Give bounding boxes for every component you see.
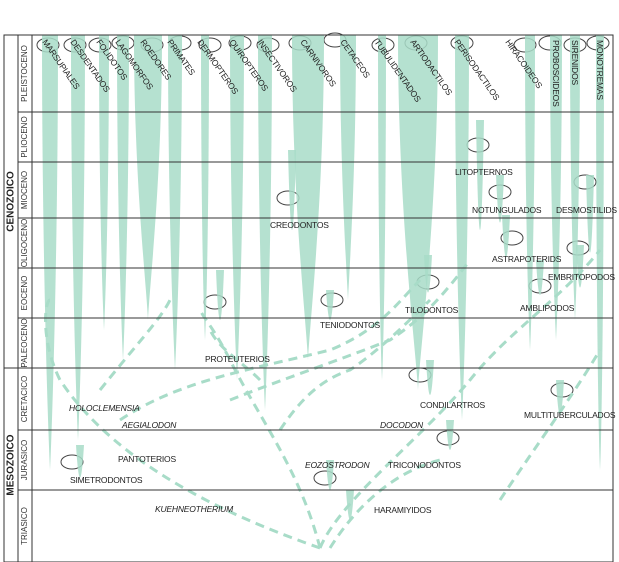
- lineage-branch: [525, 35, 535, 350]
- lineage-branch: [596, 35, 604, 470]
- period-label: TRIASICO: [20, 507, 29, 545]
- dashed-link: [229, 259, 472, 402]
- extinct-group-label: HARAMIYIDOS: [374, 505, 432, 515]
- era-label: CENOZOICO: [6, 171, 17, 232]
- genus-label: HOLOCLEMENSIA: [69, 403, 140, 413]
- lineage-label: PROBOSCIDEOS: [551, 40, 561, 107]
- lineage-branches: [42, 35, 604, 520]
- lineage-branch: [398, 35, 438, 390]
- lineage-branch: [378, 35, 386, 380]
- dashed-link: [198, 309, 322, 549]
- extinct-branch: [216, 270, 224, 320]
- lineage-label: HIRACOIDEOS: [503, 37, 544, 90]
- dashed-link: [98, 299, 172, 391]
- extinct-branch: [586, 175, 594, 253]
- extinct-group-label: MULTITUBERCULADOS: [524, 410, 616, 420]
- time-grid: [3, 34, 614, 562]
- lineage-branch: [168, 35, 182, 370]
- period-label: PLEISTOCENO: [20, 45, 29, 102]
- extinct-group-label: CONDILARTROS: [420, 400, 486, 410]
- lineage-branch: [134, 35, 162, 320]
- lineage-branch: [550, 35, 562, 340]
- extinct-branch: [476, 120, 484, 230]
- period-label: PALEOCENO: [20, 318, 29, 367]
- lineage-branch: [455, 35, 469, 420]
- extinct-branch: [496, 175, 504, 223]
- dashed-link: [119, 278, 422, 422]
- extinct-branch: [446, 420, 454, 450]
- genus-label: KUEHNEOTHERIUM: [155, 504, 234, 514]
- extinct-group-label: AMBLIPODOS: [520, 303, 575, 313]
- lineage-branch: [230, 35, 244, 380]
- animal-illustration: [60, 454, 84, 470]
- dashed-link: [318, 249, 602, 549]
- dashed-link: [278, 298, 432, 431]
- extinct-branch: [556, 380, 564, 415]
- dashed-link: [328, 458, 441, 549]
- dashed-link: [208, 329, 262, 382]
- extinct-branch: [76, 445, 84, 478]
- genus-label: AEGIALODON: [121, 420, 177, 430]
- extinct-group-label: EMBRITOPODOS: [548, 272, 615, 282]
- extinct-branch: [424, 255, 432, 293]
- extinct-branch: [288, 150, 296, 230]
- animal-illustration: [198, 37, 222, 53]
- era-label: MESOZOICO: [6, 434, 17, 495]
- extinct-group-label: TENIODONTOS: [320, 320, 381, 330]
- extinct-branch: [502, 215, 510, 258]
- lineage-branch: [292, 35, 324, 360]
- genus-label: EOZOSTRODON: [305, 460, 370, 470]
- extinct-group-label: TILODONTOS: [405, 305, 459, 315]
- lineage-branch: [99, 35, 109, 330]
- frame: [3, 34, 614, 562]
- extinct-group-label: TRICONODONTOS: [388, 460, 461, 470]
- extinct-group-label: NOTUNGULADOS: [472, 205, 542, 215]
- extinct-group-label: DESMOSTILIDS: [556, 205, 617, 215]
- lineage-branch: [42, 35, 58, 470]
- extinct-branch: [426, 360, 434, 395]
- lineage-branch: [340, 35, 356, 300]
- extinct-branch: [326, 460, 334, 490]
- extinct-group-label: LITOPTERNOS: [455, 167, 513, 177]
- extinct-group-label: CREODONTOS: [270, 220, 329, 230]
- animal-illustration: [276, 190, 300, 206]
- period-label: MIOCENO: [20, 171, 29, 209]
- period-label: EOCENO: [20, 276, 29, 311]
- dashed-link: [44, 298, 321, 550]
- animal-illustration: [513, 37, 537, 53]
- extinct-branch: [536, 260, 544, 295]
- lineage-branch: [258, 35, 272, 410]
- period-label: JURASICO: [20, 440, 29, 480]
- extinct-group-label: ASTRAPOTERIDS: [492, 254, 562, 264]
- extinct-branch: [326, 290, 334, 320]
- ancestral-dashed-links: [44, 249, 602, 550]
- period-label: PLIOCENO: [20, 116, 29, 157]
- genus-label: DOCODON: [380, 420, 424, 430]
- lineage-label: SIRENIDOS: [570, 40, 580, 85]
- dashed-link: [498, 349, 602, 501]
- lineage-branch: [570, 35, 580, 320]
- extinct-group-label: SIMETRODONTOS: [70, 475, 143, 485]
- animal-illustration: [313, 470, 337, 486]
- lineage-branch: [201, 35, 209, 340]
- lineage-label: MONOTREMAS: [595, 40, 605, 100]
- lineage-branch: [117, 35, 129, 360]
- extinct-group-label: PROTEUTERIOS: [205, 354, 270, 364]
- lineage-branch: [71, 35, 85, 440]
- period-label: OLIGOCENO: [20, 219, 29, 267]
- animal-illustration: [500, 230, 524, 246]
- extinct-group-label: PANTOTERIOS: [118, 454, 176, 464]
- period-label: CRETACICO: [20, 376, 29, 423]
